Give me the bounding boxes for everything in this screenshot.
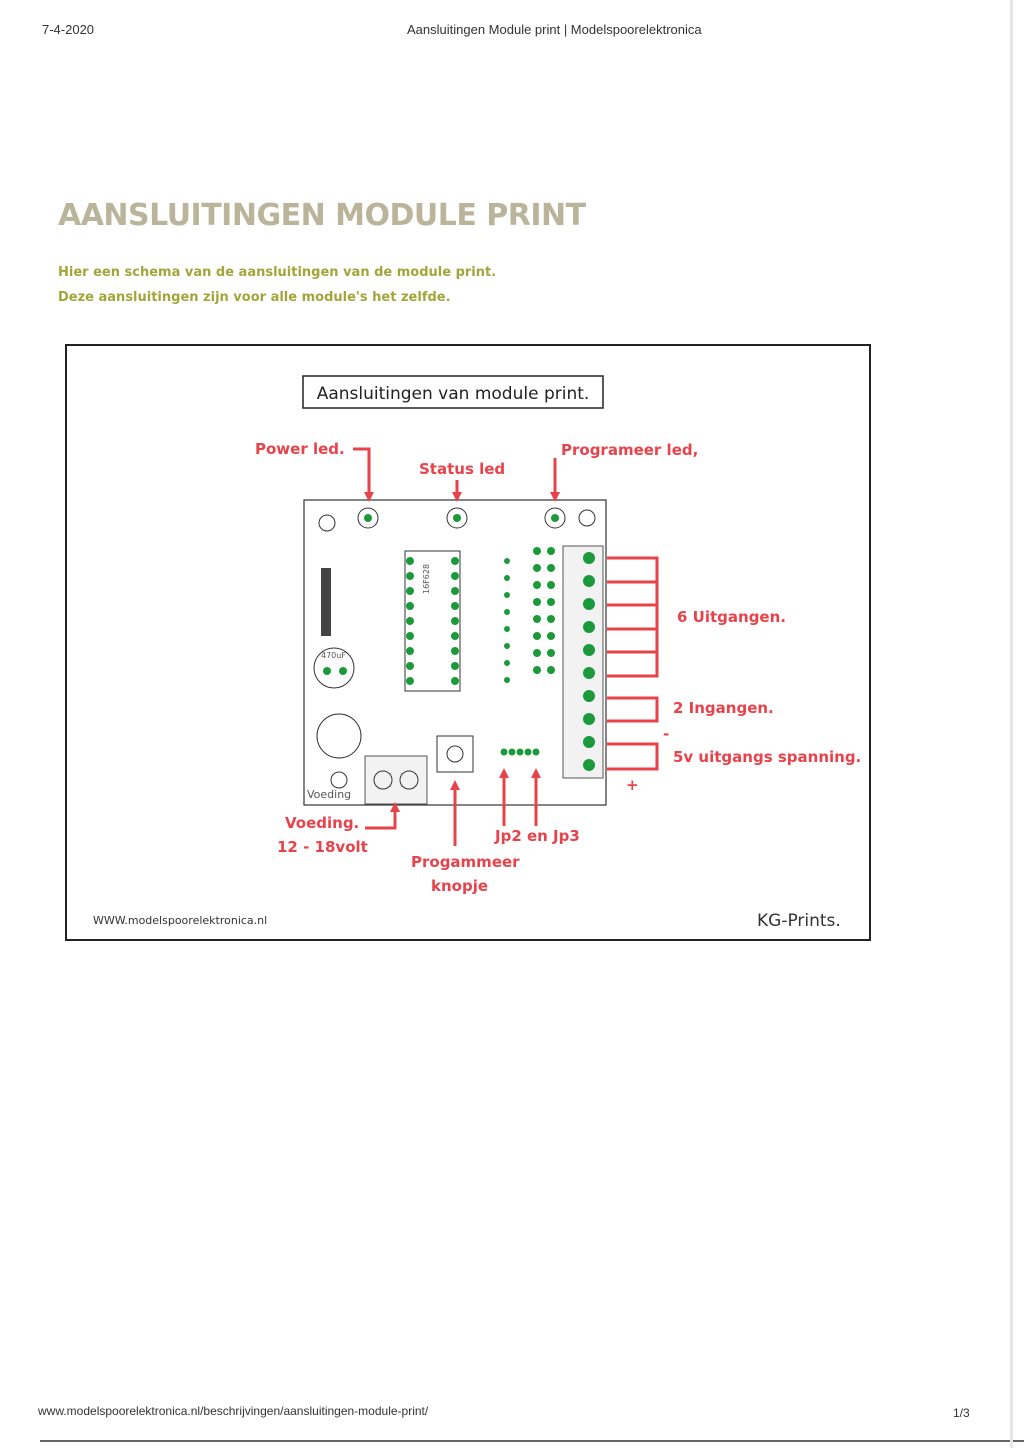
ic-pin — [406, 572, 414, 580]
ic-pin — [451, 632, 459, 640]
bottom-scan-line — [40, 1440, 1024, 1442]
intro-line-2: Deze aansluitingen zijn voor alle module… — [58, 290, 451, 305]
connection-diagram: Aansluitingen van module print. 16F628 — [65, 344, 871, 941]
terminal-pad — [583, 736, 595, 748]
ic-pin — [451, 677, 459, 685]
ic-pin — [451, 602, 459, 610]
label-jp: Jp2 en Jp3 — [494, 827, 580, 845]
terminal-pad — [583, 552, 595, 564]
voeding-silk: Voeding — [307, 788, 351, 801]
terminal-pad — [583, 759, 595, 771]
terminal-pad — [583, 713, 595, 725]
resistor-pad — [547, 632, 555, 640]
article-title: AANSLUITINGEN MODULE PRINT — [58, 198, 586, 233]
resistor-pad — [547, 615, 555, 623]
ic-pin — [451, 647, 459, 655]
figure-url: WWW.modelspoorelektronica.nl — [93, 914, 267, 927]
resistor-pad — [533, 666, 541, 674]
terminal-pad — [583, 621, 595, 633]
label-spanning: 5v uitgangs spanning. — [673, 748, 861, 766]
label-voeding: Voeding. — [285, 814, 359, 832]
figure-brand: KG-Prints. — [757, 911, 841, 931]
ic-pin — [406, 617, 414, 625]
resistor-pad — [547, 649, 555, 657]
resistor-pad — [533, 564, 541, 572]
terminal-pad — [583, 644, 595, 656]
ic-pin — [406, 602, 414, 610]
resistor-pad — [504, 592, 510, 598]
jumper-pad — [508, 748, 516, 756]
terminal-pad — [583, 575, 595, 587]
ic-pin — [451, 572, 459, 580]
resistor-pad — [547, 666, 555, 674]
terminal-pad — [583, 690, 595, 702]
resistor-pad — [533, 581, 541, 589]
print-date: 7-4-2020 — [42, 22, 95, 37]
resistor-pad — [504, 575, 510, 581]
ic-pin — [406, 647, 414, 655]
ic-label: 16F628 — [422, 564, 431, 594]
diagram-canvas: Aansluitingen van module print. 16F628 — [93, 375, 861, 931]
label-minus: - — [663, 725, 669, 743]
diagram-title: Aansluitingen van module print. — [317, 384, 590, 404]
bracket-uitgangen — [607, 556, 659, 678]
scan-edge — [1010, 0, 1013, 1448]
label-programeer-led: Programeer led, — [561, 441, 698, 459]
resistor-pad — [504, 558, 510, 564]
resistor-pad — [504, 609, 510, 615]
label-plus: + — [626, 776, 639, 794]
ic-pin — [451, 617, 459, 625]
ic-pin — [451, 587, 459, 595]
resistor-pad — [533, 615, 541, 623]
arrow-power-led — [353, 447, 371, 496]
resistor-pad — [504, 626, 510, 632]
jumper-pad — [500, 748, 508, 756]
label-knop-2: knopje — [431, 877, 488, 895]
resistor-pad — [504, 660, 510, 666]
resistor-pad — [533, 632, 541, 640]
label-power-led: Power led. — [255, 440, 345, 458]
ic-pin — [451, 557, 459, 565]
label-voeding-range: 12 - 18volt — [277, 838, 368, 856]
cap-value: 470uF — [321, 651, 346, 660]
resistor-pad — [504, 643, 510, 649]
ic-pin — [406, 677, 414, 685]
jumper-pad — [532, 748, 540, 756]
arrow-jp — [502, 774, 538, 826]
jumper-pad — [524, 748, 532, 756]
diagram-title-box — [302, 375, 604, 409]
resistor-pad — [504, 677, 510, 683]
resistor-pad — [533, 598, 541, 606]
resistor-pad — [547, 598, 555, 606]
ic-pin — [451, 662, 459, 670]
label-uitgangen: 6 Uitgangen. — [677, 608, 786, 626]
ic-pin — [406, 662, 414, 670]
intro-line-1: Hier een schema van de aansluitingen van… — [58, 265, 497, 280]
terminal-pad — [583, 598, 595, 610]
pcb-board: 16F628 470uF Voeding — [303, 499, 607, 806]
ic-pin — [406, 557, 414, 565]
resistor-pad — [533, 547, 541, 555]
label-knop-1: Progammeer — [411, 853, 520, 871]
terminal-pad — [583, 667, 595, 679]
resistor-pad — [533, 649, 541, 657]
resistor-pad — [547, 547, 555, 555]
footer-url: www.modelspoorelektronica.nl/beschrijvin… — [38, 1404, 429, 1418]
ic-pin — [406, 587, 414, 595]
resistor-pad — [547, 581, 555, 589]
print-page-title: Aansluitingen Module print | Modelspoore… — [407, 22, 702, 37]
jumper-pad — [516, 748, 524, 756]
bracket-ingangen — [607, 696, 659, 723]
ic-pin — [406, 632, 414, 640]
footer-page-number: 1/3 — [953, 1406, 970, 1420]
bracket-spanning — [607, 742, 659, 771]
label-status-led: Status led — [419, 460, 505, 478]
arrow-voeding — [365, 808, 397, 830]
resistor-pad — [547, 564, 555, 572]
label-ingangen: 2 Ingangen. — [673, 699, 774, 717]
